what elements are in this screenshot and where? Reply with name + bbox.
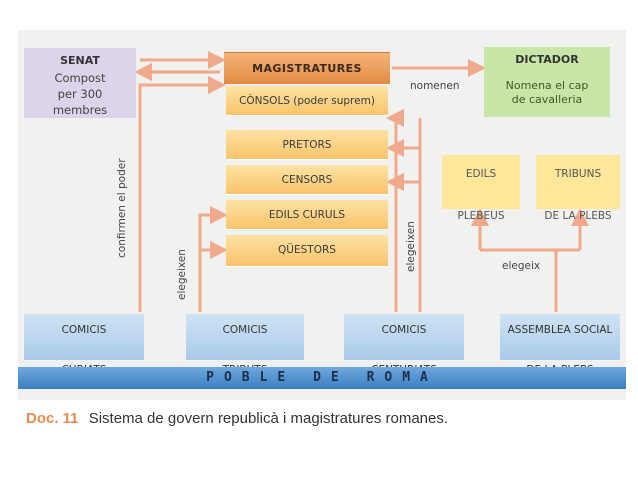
comicis-tributs-box: COMICIS TRIBUTS	[186, 314, 304, 376]
magistrature-label: CÒNSOLS (poder suprem)	[239, 95, 375, 107]
dictador-title: DICTADOR	[515, 53, 579, 66]
elegeixen-right-label: elegeixen	[405, 221, 417, 272]
figure-caption: Doc. 11 Sistema de govern republicà i ma…	[26, 410, 448, 427]
magistrature-label: QÜESTORS	[278, 244, 336, 256]
magistratures-header: MAGISTRATURES	[224, 52, 390, 84]
magistrature-label: CENSORS	[281, 174, 333, 186]
senat-desc-line3: membres	[52, 103, 108, 117]
senat-box: SENAT Compost per 300 membres	[24, 48, 136, 118]
comicis-centuriats-box: COMICIS CENTURIATS	[344, 314, 464, 376]
elegeixen-left-label: elegeixen	[176, 249, 188, 300]
senat-desc-line2: per 300	[57, 87, 103, 101]
magistratures-title: MAGISTRATURES	[252, 62, 362, 75]
assembly-line1: COMICIS	[222, 324, 268, 336]
senat-title: SENAT	[60, 54, 100, 67]
poble-de-roma-bar: POBLE DE ROMA	[18, 367, 626, 389]
comicis-curiats-box: COMICIS CURIATS	[24, 314, 144, 376]
magistrature-label: PRETORS	[282, 139, 332, 151]
magistrature-edils-curuls: EDILS CURULS	[226, 200, 388, 230]
elegeix-label: elegeix	[502, 260, 541, 272]
poble-de-roma-label: POBLE DE ROMA	[206, 370, 438, 385]
dictador-box: DICTADOR Nomena el cap de cavalleria	[484, 47, 610, 117]
magistrature-censors: CENSORS	[226, 165, 388, 195]
edils-plebeus-line2: PLEBEUS	[457, 210, 505, 222]
edils-plebeus-line1: EDILS	[465, 168, 497, 180]
dictador-desc-line1: Nomena el cap	[505, 79, 589, 92]
magistrature-pretors: PRETORS	[226, 130, 388, 160]
caption-text: Sistema de govern republicà i magistratu…	[88, 410, 449, 427]
edils-plebeus-box: EDILS PLEBEUS	[442, 155, 520, 222]
magistrature-consols: CÒNSOLS (poder suprem)	[226, 86, 388, 116]
assembly-line1: COMICIS	[381, 324, 427, 336]
confirmen-label: confirmen el poder	[116, 158, 128, 258]
assemblea-social-plebs-box: ASSEMBLEA SOCIAL DE LA PLEBS	[500, 314, 620, 376]
tribuns-plebs-box: TRIBUNS DE LA PLEBS	[536, 155, 620, 222]
dictador-desc-line2: de cavalleria	[511, 93, 583, 106]
assembly-line1: COMICIS	[61, 324, 107, 336]
tribuns-line1: TRIBUNS	[554, 168, 602, 180]
senat-desc-line1: Compost	[54, 71, 106, 85]
magistrature-questors: QÜESTORS	[226, 235, 388, 267]
nomenen-label: nomenen	[410, 80, 460, 92]
caption-doc-number: Doc. 11	[26, 410, 79, 427]
tribuns-line2: DE LA PLEBS	[544, 210, 612, 222]
assembly-line1: ASSEMBLEA SOCIAL	[507, 324, 613, 336]
magistrature-label: EDILS CURULS	[268, 209, 346, 221]
